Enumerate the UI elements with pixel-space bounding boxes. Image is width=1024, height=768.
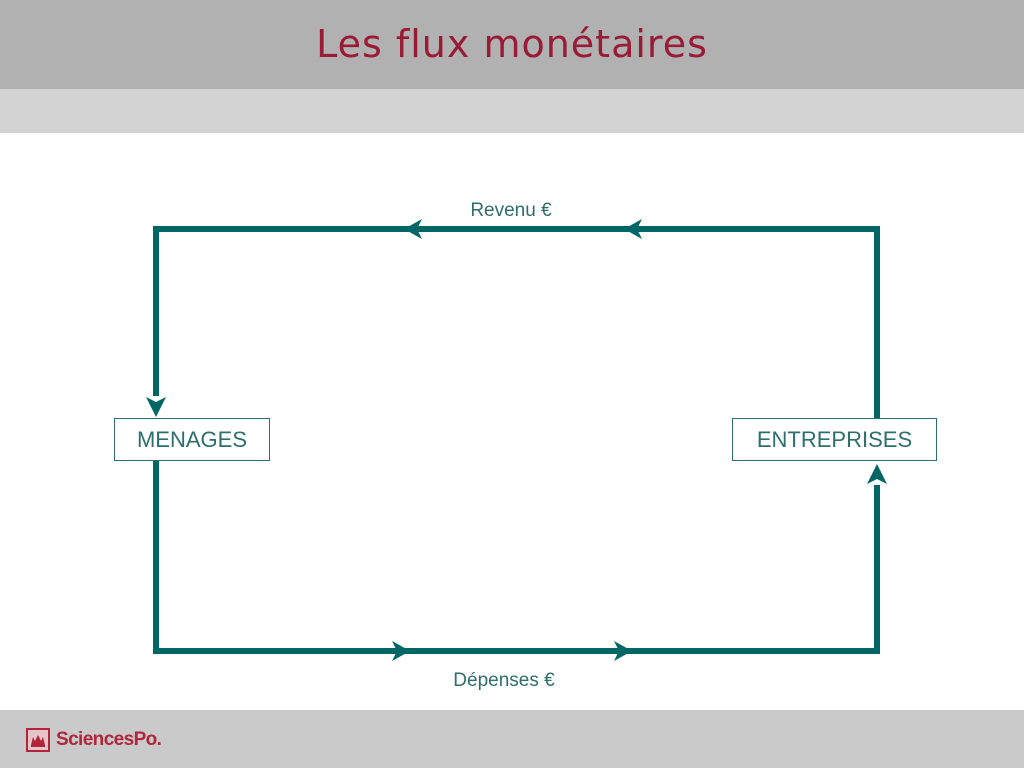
- depenses-arrow-2: [614, 641, 632, 661]
- sciencespo-emblem-icon: [26, 728, 50, 752]
- sciencespo-logo: SciencesPo.: [26, 726, 162, 754]
- slide-title: Les flux monétaires: [316, 22, 708, 66]
- footer-bar: [0, 710, 1024, 768]
- depenses-flow-line: [153, 461, 880, 654]
- depenses-arrow-into-entreprises: [867, 464, 887, 484]
- revenu-arrow-into-menages: [146, 397, 166, 417]
- revenu-arrow-1: [404, 219, 422, 239]
- title-bar: [0, 0, 1024, 89]
- subtitle-bar: [0, 89, 1024, 133]
- node-entreprises: ENTREPRISES: [732, 418, 937, 461]
- logo-text: SciencesPo.: [56, 729, 162, 750]
- node-menages: MENAGES: [114, 418, 270, 461]
- depenses-arrow-1: [392, 641, 410, 661]
- revenu-arrow-2: [624, 219, 642, 239]
- revenu-flow-line: [153, 226, 880, 418]
- depenses-label: Dépenses €: [453, 670, 555, 691]
- revenu-label: Revenu €: [470, 200, 552, 221]
